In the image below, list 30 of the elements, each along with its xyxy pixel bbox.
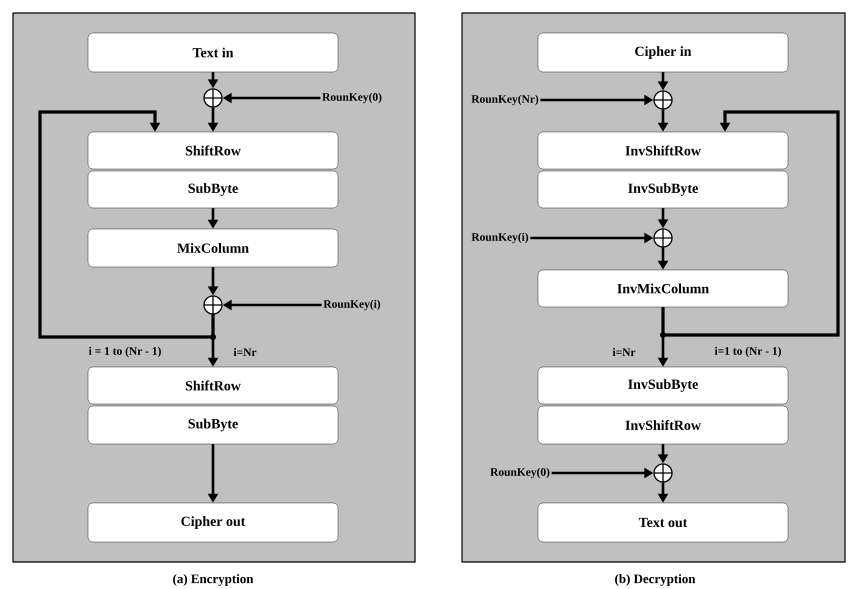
xor-symbol [203, 88, 223, 108]
process-box: InvShiftRow [538, 132, 788, 170]
key-label: RounKey(Nr) [471, 94, 538, 106]
panel-title: (a) Encryption [173, 574, 254, 586]
process-box: InvMixColumn [538, 270, 788, 308]
key-label: RounKey(0) [322, 92, 382, 104]
xor-symbol [203, 295, 223, 315]
xor-symbol [653, 228, 673, 248]
process-box: MixColumn [88, 228, 338, 268]
process-box: ShiftRow [88, 366, 338, 404]
xor-symbol [653, 90, 673, 110]
process-box: SubByte [88, 170, 338, 208]
key-label: RounKey(i) [324, 300, 380, 310]
panel-title: (b) Decryption [615, 574, 696, 586]
key-label: RounKey(0) [490, 468, 550, 478]
process-box: InvShiftRow [538, 406, 788, 444]
process-box: SubByte [88, 406, 338, 444]
xor-symbol [653, 463, 673, 483]
edge-label: i=Nr [612, 348, 636, 356]
key-label: RounKey(i) [472, 232, 528, 244]
process-box: ShiftRow [88, 132, 338, 170]
process-box: Text out [538, 502, 788, 542]
process-box: Text in [88, 32, 338, 72]
edge-label: i = 1 to (Nr - 1) [88, 346, 161, 358]
edge-label: i=Nr [234, 348, 256, 356]
process-box: InvSubByte [538, 366, 788, 404]
edge-label: i=1 to (Nr - 1) [714, 346, 781, 358]
process-box: Cipher out [88, 502, 338, 542]
process-box: InvSubByte [538, 170, 788, 208]
process-box: Cipher in [538, 32, 788, 72]
